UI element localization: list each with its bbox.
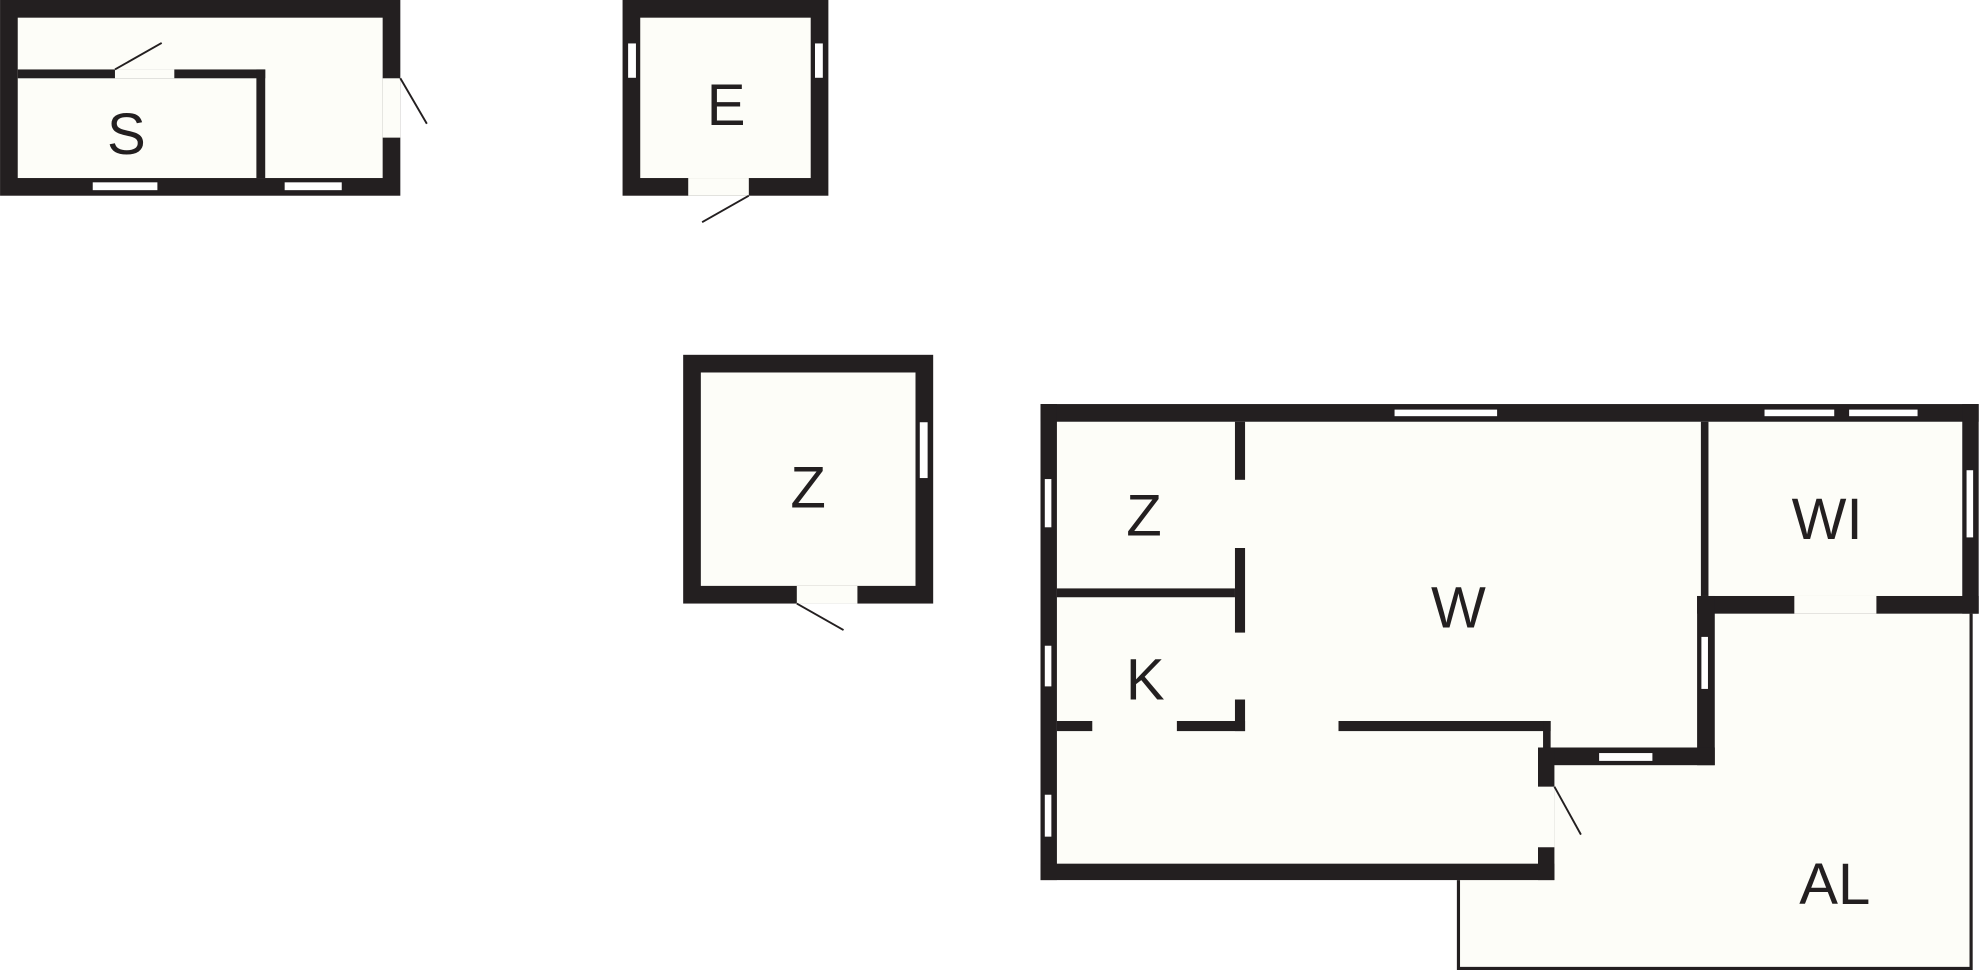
room-label-s: S: [107, 102, 146, 167]
room-label-z: Z: [1126, 483, 1161, 548]
window: [918, 421, 929, 480]
door-swing: [796, 602, 844, 631]
room-label-wi: WI: [1792, 487, 1863, 552]
door-opening: [1794, 595, 1877, 614]
window: [813, 42, 824, 79]
window: [627, 42, 637, 79]
room-label-al: AL: [1799, 852, 1870, 917]
window: [1700, 635, 1709, 690]
window: [1393, 408, 1499, 418]
door-opening: [688, 178, 749, 196]
door-swing: [1553, 786, 1582, 836]
door-opening: [796, 585, 858, 604]
window: [91, 181, 159, 192]
window: [1848, 408, 1919, 418]
door-swing: [399, 77, 428, 125]
terrace-outline: [1456, 613, 1973, 971]
room-label-k: K: [1126, 648, 1165, 713]
room-label-w: W: [1431, 576, 1486, 641]
window: [1043, 644, 1053, 688]
window: [1965, 469, 1975, 539]
outbuilding-e: E: [622, 0, 829, 224]
door-swing: [114, 42, 163, 71]
outbuilding-s: S: [0, 0, 428, 196]
outbuilding-z: Z: [683, 354, 934, 631]
window: [1043, 793, 1053, 838]
main-house: Z W K WI AL: [1040, 404, 1979, 971]
window: [1043, 478, 1053, 529]
room-label-e: E: [707, 73, 746, 138]
window: [1598, 752, 1654, 762]
window: [283, 181, 343, 192]
room-label-z: Z: [790, 456, 825, 521]
door-opening: [1538, 786, 1555, 848]
window: [1763, 408, 1836, 418]
door-opening: [382, 78, 401, 138]
door-swing: [701, 194, 750, 224]
